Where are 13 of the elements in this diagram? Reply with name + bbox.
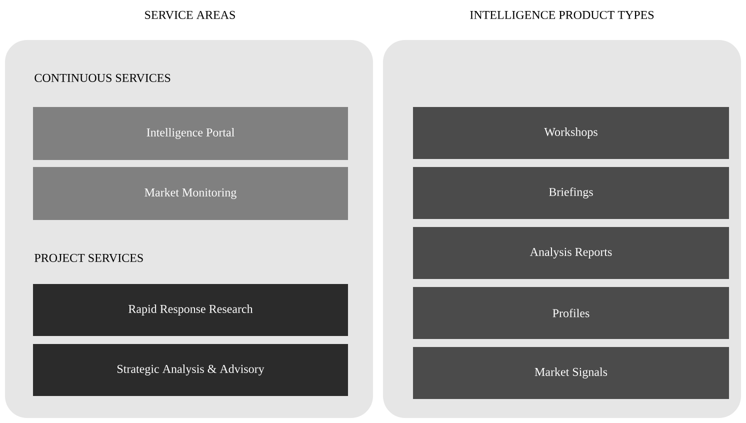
service-box: Profiles [413,287,729,339]
service-box: Rapid Response Research [33,284,348,336]
service-box: Briefings [413,167,729,219]
service-box: Market Signals [413,347,729,399]
panel-heading: INTELLIGENCE PRODUCT TYPES [470,10,654,20]
service-box: Analysis Reports [413,227,729,279]
panel-heading: SERVICE AREAS [145,10,235,20]
service-box: Strategic Analysis & Advisory [33,344,348,396]
service-box: Intelligence Portal [33,107,348,160]
service-box: Workshops [413,107,729,159]
section-heading: PROJECT SERVICES [34,254,143,262]
section-heading: CONTINUOUS SERVICES [34,74,170,82]
service-box: Market Monitoring [33,167,348,220]
